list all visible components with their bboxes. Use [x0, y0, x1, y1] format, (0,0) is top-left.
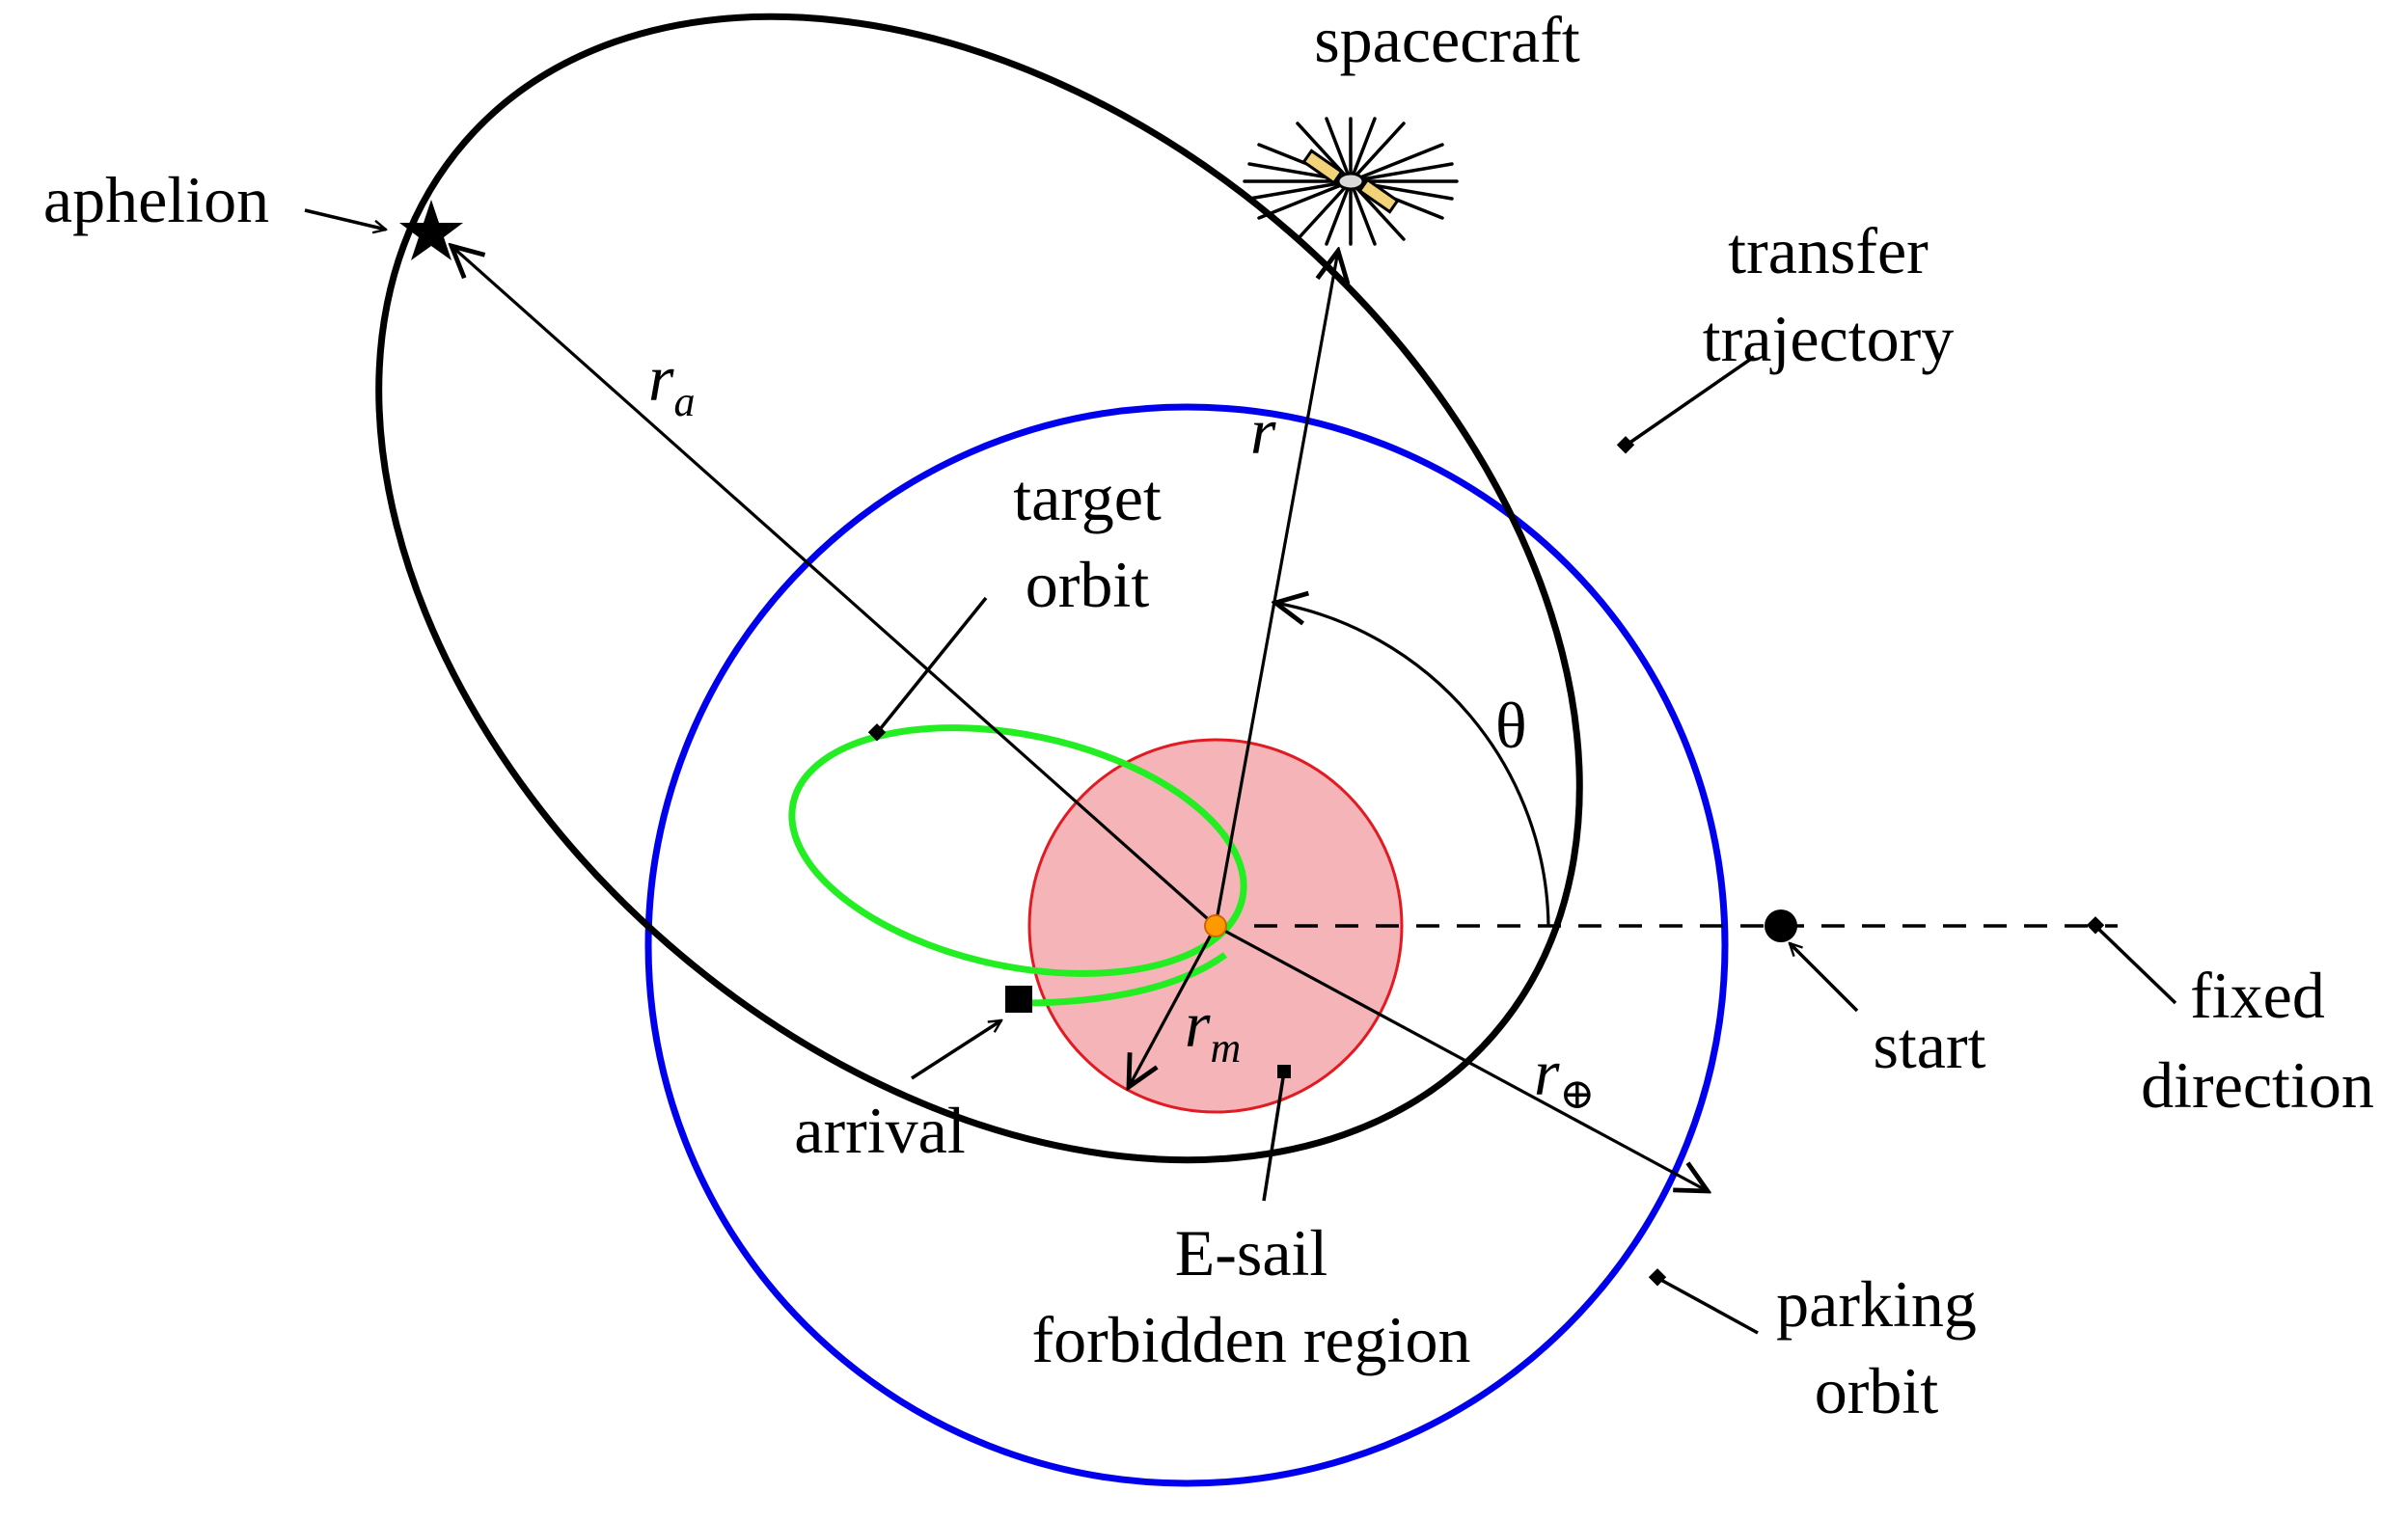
rm-symbol: rm [1185, 988, 1241, 1072]
r-earth-symbol: r⊕ [1534, 1036, 1595, 1118]
ra-symbol: ra [648, 341, 695, 425]
arrival-label: arrival [794, 1094, 965, 1167]
theta-symbol: θ [1495, 689, 1527, 762]
transfer-label-line2: trajectory [1703, 302, 1955, 375]
parking-marker [1648, 1268, 1667, 1287]
aphelion-leader [304, 208, 386, 230]
target-leader [875, 596, 988, 735]
ra-base: r [648, 341, 674, 415]
transfer-leader [1625, 355, 1755, 448]
aphelion-star-icon [399, 200, 463, 260]
fixed-direction-leader [2093, 924, 2177, 1005]
parking-label-line2: orbit [1815, 1354, 1939, 1427]
r-symbol: r [1250, 394, 1276, 468]
r-earth-base: r [1534, 1036, 1560, 1109]
rm-base: r [1185, 988, 1211, 1061]
start-leader [1790, 943, 1859, 1013]
ra-line [452, 246, 1218, 928]
parking-leader [1656, 1276, 1759, 1335]
arrival-marker [1005, 986, 1032, 1013]
theta-arc [1275, 603, 1550, 927]
ra-subscript: a [673, 378, 695, 425]
rm-subscript: m [1210, 1024, 1241, 1072]
esail-leader [1262, 1071, 1286, 1202]
spacecraft-label: spacecraft [1314, 3, 1580, 76]
fixed-direction-label-line2: direction [2141, 1048, 2374, 1122]
transfer-label-line1: transfer [1728, 214, 1929, 287]
r-earth-line [1215, 924, 1708, 1191]
target-orbit [788, 724, 1247, 977]
start-label: start [1873, 1009, 1985, 1082]
spacecraft-icon [1243, 117, 1459, 246]
esail-label-line1: E-sail [1175, 1216, 1328, 1289]
esail-label-line2: forbidden region [1031, 1303, 1470, 1376]
transfer-arrival-arc [1017, 952, 1228, 1007]
r-earth-subscript: ⊕ [1559, 1071, 1595, 1118]
target-label-line2: orbit [1026, 548, 1150, 621]
aphelion-label: aphelion [43, 163, 269, 236]
r-line [1214, 251, 1338, 927]
arrival-leader [911, 1018, 1001, 1080]
sun-dot [1204, 914, 1227, 937]
target-label-line1: target [1013, 461, 1162, 534]
rm-line [1129, 925, 1218, 1087]
start-point [1765, 909, 1797, 942]
parking-orbit [644, 403, 1729, 1487]
transfer-trajectory [375, 13, 1583, 1164]
fixed-direction-label-line1: fixed [2190, 959, 2325, 1032]
parking-label-line1: parking [1776, 1267, 1977, 1341]
